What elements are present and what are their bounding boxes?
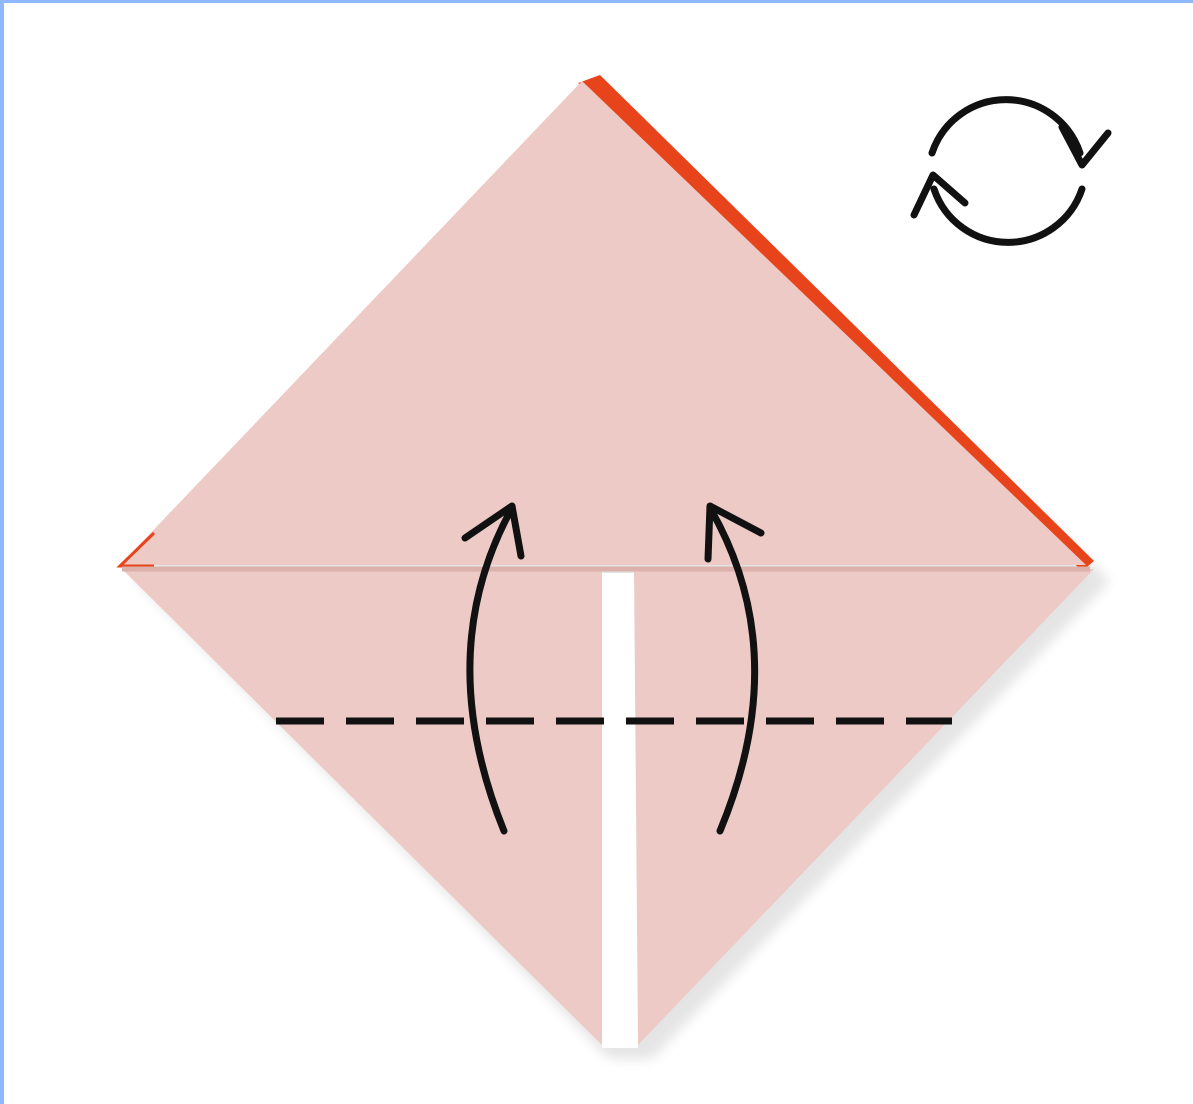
- top-triangle: [120, 81, 1086, 565]
- center-slit: [602, 573, 638, 1048]
- rotate-arrows-icon: [914, 100, 1108, 243]
- origami-fold-diagram: [4, 3, 1193, 1104]
- bottom-left-flap: [122, 569, 602, 1045]
- bottom-right-flap: [634, 569, 1094, 1045]
